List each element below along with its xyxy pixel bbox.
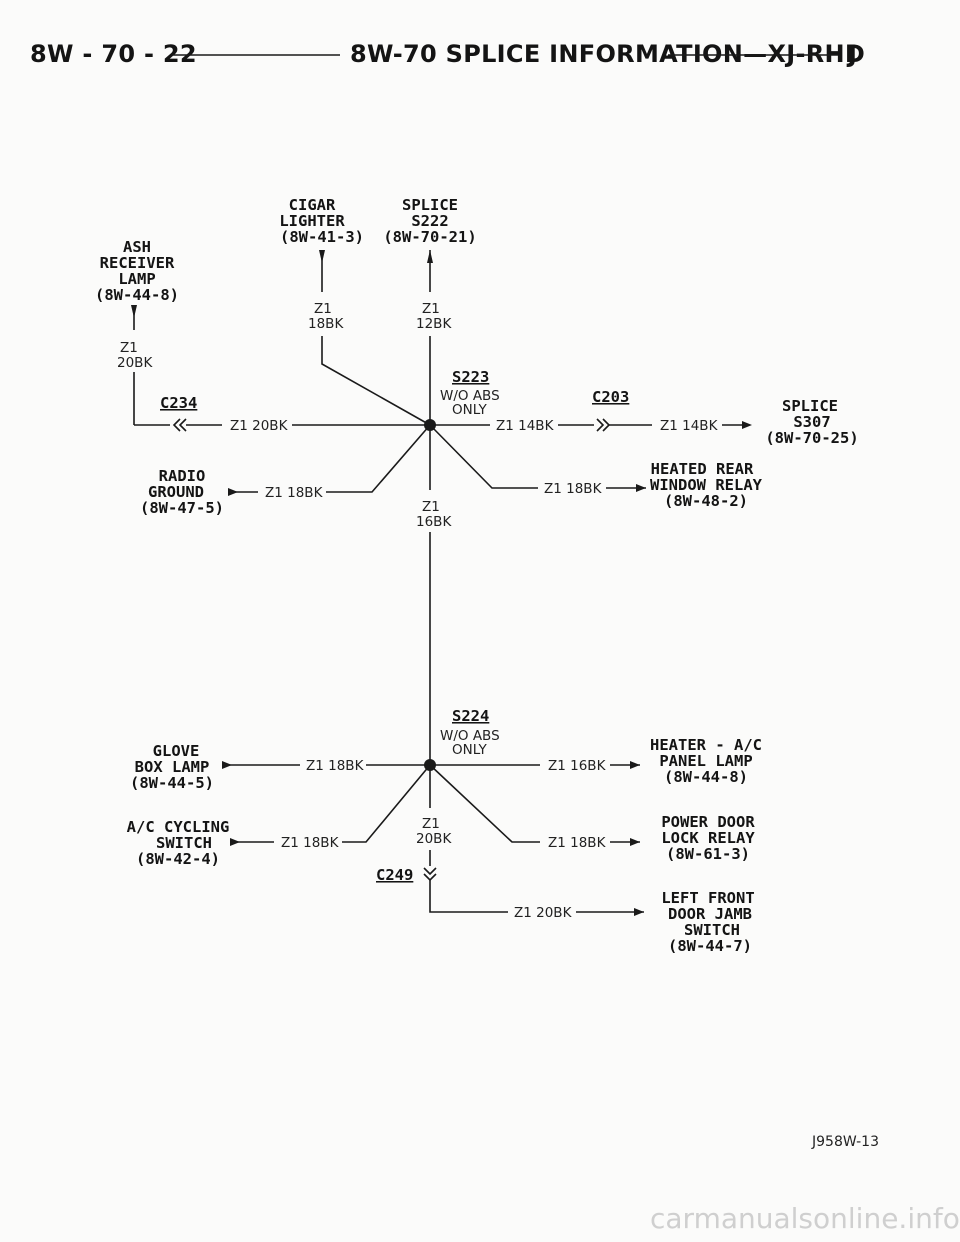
- power-wire-label: Z1 18BK: [548, 835, 607, 851]
- radio-wire-label: Z1 18BK: [265, 485, 324, 501]
- ac-cycling-switch-label: A/C CYCLING SWITCH (8W-42-4): [127, 818, 230, 868]
- radio-label-line3: (8W-47-5): [140, 499, 224, 517]
- radio-ground-label: RADIO GROUND (8W-47-5): [140, 467, 224, 517]
- splice-s222-label: SPLICE S222 (8W-70-21): [383, 196, 476, 246]
- cigar-label-line2: LIGHTER: [279, 212, 345, 230]
- radio-wire-to-s223: [326, 424, 431, 493]
- heated-wire-label: Z1 18BK: [544, 481, 603, 497]
- ash-receiver-lamp-label: ASH RECEIVER LAMP (8W-44-8): [95, 238, 179, 304]
- s307-arrow-icon: [742, 421, 752, 429]
- cigar-wire-to-s223: [321, 336, 431, 426]
- connector-c203-icon: [596, 418, 611, 432]
- s307-label-line1: SPLICE: [782, 397, 838, 415]
- cigar-wire-circuit: Z1: [314, 301, 332, 317]
- splice-s224-label: S224: [452, 707, 489, 725]
- heater-ac-panel-lamp-label: HEATER - A/C PANEL LAMP (8W-44-8): [650, 736, 762, 786]
- c234-wire-label: Z1 20BK: [230, 418, 289, 434]
- power-wire-from-s224: [429, 764, 540, 843]
- heater-label-line1: HEATER - A/C: [650, 736, 762, 754]
- ash-label-line2: RECEIVER: [100, 254, 175, 272]
- heated-label-line2: WINDOW RELAY: [650, 476, 763, 494]
- splice-s307-label: SPLICE S307 (8W-70-25): [765, 397, 858, 447]
- heated-wire-from-s223: [429, 424, 538, 489]
- ash-label-line1: ASH: [123, 238, 151, 256]
- cigar-label-line3: (8W-41-3): [280, 228, 364, 246]
- heated-label-line3: (8W-48-2): [664, 492, 748, 510]
- glove-label-line3: (8W-44-5): [130, 774, 214, 792]
- connector-c234-label: C234: [160, 394, 197, 412]
- figure-id: J958W-13: [811, 1134, 879, 1150]
- s222-label-line3: (8W-70-21): [383, 228, 476, 246]
- radio-label-line1: RADIO: [159, 467, 206, 485]
- heated-label-line1: HEATED REAR: [651, 460, 754, 478]
- s224-down-circuit: Z1: [422, 816, 440, 832]
- left-label-line1: LEFT FRONT: [661, 889, 754, 907]
- trunk-wire-gauge: 16BK: [416, 514, 452, 530]
- heater-label-line2: PANEL LAMP: [659, 752, 752, 770]
- cigar-wire-gauge: 18BK: [308, 316, 344, 332]
- left-front-arrow-icon: [634, 908, 644, 916]
- connector-c249-icon: [423, 867, 437, 882]
- heater-wire-label: Z1 16BK: [548, 758, 607, 774]
- heater-label-line3: (8W-44-8): [664, 768, 748, 786]
- connector-c203-label: C203: [592, 388, 629, 406]
- ac-label-line3: (8W-42-4): [136, 850, 220, 868]
- watermark-text: carmanualsonline.info: [650, 1202, 960, 1235]
- ash-label-line4: (8W-44-8): [95, 286, 179, 304]
- power-label-line2: LOCK RELAY: [661, 829, 755, 847]
- ac-wire-label: Z1 18BK: [281, 835, 340, 851]
- cigar-label-line1: CIGAR: [289, 196, 336, 214]
- s307-label-line3: (8W-70-25): [765, 429, 858, 447]
- power-label-line1: POWER DOOR: [661, 813, 755, 831]
- ash-label-line3: LAMP: [118, 270, 155, 288]
- glove-box-lamp-label: GLOVE BOX LAMP (8W-44-5): [130, 742, 214, 792]
- s307-wire-label-b: Z1 14BK: [660, 418, 719, 434]
- heated-arrow-icon: [636, 484, 646, 492]
- trunk-wire-circuit: Z1: [422, 499, 440, 515]
- glove-wire-label: Z1 18BK: [306, 758, 365, 774]
- power-arrow-icon: [630, 838, 640, 846]
- left-label-line2: DOOR JAMB: [668, 905, 752, 923]
- s222-wire-circuit: Z1: [422, 301, 440, 317]
- glove-label-line1: GLOVE: [153, 742, 200, 760]
- connector-c234-icon: [172, 418, 187, 432]
- s222-wire-gauge: 12BK: [416, 316, 452, 332]
- ash-wire-gauge: 20BK: [117, 355, 153, 371]
- left-front-wire-label: Z1 20BK: [514, 905, 573, 921]
- page-number: 8W - 70 - 22: [30, 40, 197, 68]
- s224-down-gauge: 20BK: [416, 831, 452, 847]
- radio-label-line2: GROUND: [148, 483, 204, 501]
- s223-note-line1: W/O ABS: [440, 388, 500, 404]
- splice-s223-label: S223: [452, 368, 489, 386]
- ac-wire-to-s224: [342, 764, 431, 843]
- s224-note-line2: ONLY: [452, 742, 487, 758]
- ac-label-line1: A/C CYCLING: [127, 818, 230, 836]
- power-label-line3: (8W-61-3): [666, 845, 750, 863]
- s223-note-line2: ONLY: [452, 402, 487, 418]
- left-label-line4: (8W-44-7): [668, 937, 752, 955]
- cigar-lighter-label: CIGAR LIGHTER (8W-41-3): [279, 196, 364, 246]
- s222-label-line1: SPLICE: [402, 196, 458, 214]
- left-label-line3: SWITCH: [684, 921, 740, 939]
- s224-note-line1: W/O ABS: [440, 728, 500, 744]
- s307-label-line2: S307: [793, 413, 830, 431]
- power-door-lock-relay-label: POWER DOOR LOCK RELAY (8W-61-3): [661, 813, 755, 863]
- s222-label-line2: S222: [411, 212, 448, 230]
- heater-arrow-icon: [630, 761, 640, 769]
- section-mark: J: [846, 40, 857, 68]
- s307-wire-label-a: Z1 14BK: [496, 418, 555, 434]
- heated-rear-window-relay-label: HEATED REAR WINDOW RELAY (8W-48-2): [650, 460, 763, 510]
- ac-label-line2: SWITCH: [156, 834, 212, 852]
- ash-wire-circuit: Z1: [120, 340, 138, 356]
- left-front-wire-a: [429, 880, 508, 913]
- connector-c249-label: C249: [376, 866, 413, 884]
- left-front-door-jamb-switch-label: LEFT FRONT DOOR JAMB SWITCH (8W-44-7): [661, 889, 754, 955]
- glove-label-line2: BOX LAMP: [135, 758, 210, 776]
- page-title: 8W-70 SPLICE INFORMATION—XJ-RHD: [350, 40, 865, 68]
